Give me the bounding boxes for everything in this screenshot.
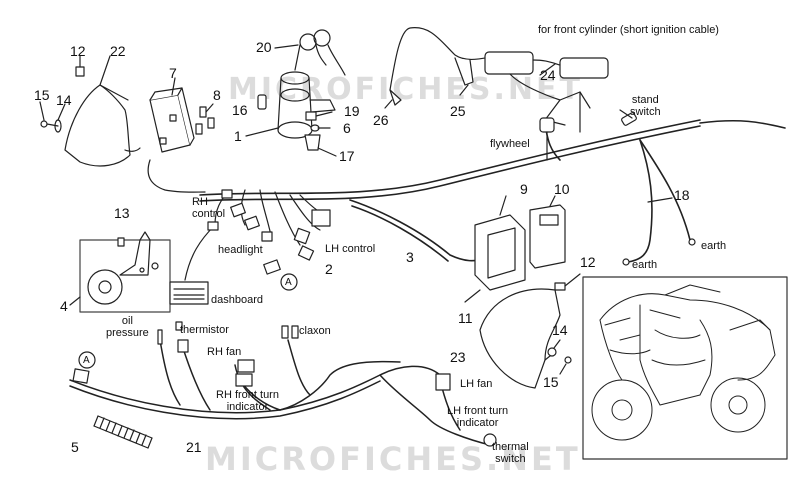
part-number: 13: [114, 205, 130, 221]
label-front-cylinder: for front cylinder (short ignition cable…: [538, 24, 719, 36]
earth-terminals: [622, 238, 696, 266]
part-number: 17: [339, 148, 355, 164]
label-thermal-switch: thermal switch: [492, 441, 529, 466]
part-number: 24: [540, 67, 556, 83]
label-oil-pressure: oil pressure: [106, 315, 149, 340]
part-number: 20: [256, 39, 272, 55]
flywheel-connector: [539, 117, 555, 161]
part-number: 26: [373, 112, 389, 128]
box-10: [529, 204, 566, 269]
label-rh-fan: RH fan: [207, 346, 242, 358]
part-number: 14: [552, 322, 568, 338]
part-number: 3: [406, 249, 414, 265]
screw-13: [117, 237, 125, 247]
main-harness: [199, 119, 786, 263]
part-number: 14: [56, 92, 72, 108]
label-lh-fan: LH fan: [460, 378, 493, 390]
parts-16-19-6-17: [257, 94, 337, 157]
washer-14-a: [54, 103, 66, 133]
watermark-bottom: MICROFICHES.NET: [205, 440, 581, 478]
label-lh-front-turn: LH front turn indicator: [447, 405, 509, 430]
screw-12-a: [75, 55, 85, 77]
screw-15-a: [39, 101, 59, 128]
ref-circle-a2: [78, 351, 96, 369]
label-dashboard: dashboard: [211, 294, 263, 306]
part-number: 4: [60, 298, 68, 314]
part-number: 10: [554, 181, 570, 197]
inset-motorcycle: [582, 276, 788, 460]
label-flywheel: flywheel: [490, 138, 530, 150]
front-harness-21: [69, 339, 491, 446]
label-earth-2: earth: [632, 259, 658, 271]
part-number: 18: [674, 187, 690, 203]
label-rh-front-turn: RH front turn indicator: [216, 389, 279, 414]
spiral-sleeve-5: [93, 415, 153, 449]
part-number: 25: [450, 103, 466, 119]
label-earth-1: earth: [701, 240, 727, 252]
part-number: 8: [213, 87, 221, 103]
dashboard-connector: [169, 281, 209, 305]
part-number: 15: [34, 87, 50, 103]
keys-20: [274, 29, 346, 76]
part-number: 2: [325, 261, 333, 277]
label-thermistor: thermistor: [180, 324, 229, 336]
ref-circle-a1: [280, 273, 298, 291]
part-number: 5: [71, 439, 79, 455]
ignition-switch-1: [277, 71, 336, 139]
part-number: 15: [543, 374, 559, 390]
horn-4: [79, 231, 171, 313]
part-number: 22: [110, 43, 126, 59]
part-number: 7: [169, 65, 177, 81]
part-number: 19: [344, 103, 360, 119]
part-number: 9: [520, 181, 528, 197]
label-headlight: headlight: [218, 244, 263, 256]
part-number: 23: [450, 349, 466, 365]
unit-7: [149, 87, 195, 153]
harness-connectors: [207, 189, 331, 275]
label-ref-a1: A: [285, 277, 292, 288]
part-number: 11: [458, 310, 473, 326]
headlight-cover-22: [64, 84, 141, 167]
screws-12-14-15-b: [547, 273, 581, 375]
label-ref-a2: A: [83, 355, 90, 366]
watermark-top: MICROFICHES.NET: [228, 72, 583, 107]
part-number: 16: [232, 102, 248, 118]
part-number: 21: [186, 439, 202, 455]
part-number: 12: [70, 43, 86, 59]
label-rh-control: RH control: [192, 196, 226, 221]
label-lh-control: LH control: [325, 243, 376, 255]
part-number: 12: [580, 254, 596, 270]
front-harness-connectors: [72, 321, 497, 447]
harness-branches: [147, 159, 326, 281]
stand-switch-connector: [621, 112, 637, 126]
box-9: [474, 214, 526, 291]
label-stand-switch: stand switch: [630, 94, 661, 119]
fuses-8: [195, 103, 215, 135]
ignition-coils: [384, 27, 609, 133]
part-number: 6: [343, 120, 351, 136]
label-claxon: claxon: [299, 325, 331, 337]
part-number: 1: [234, 128, 242, 144]
